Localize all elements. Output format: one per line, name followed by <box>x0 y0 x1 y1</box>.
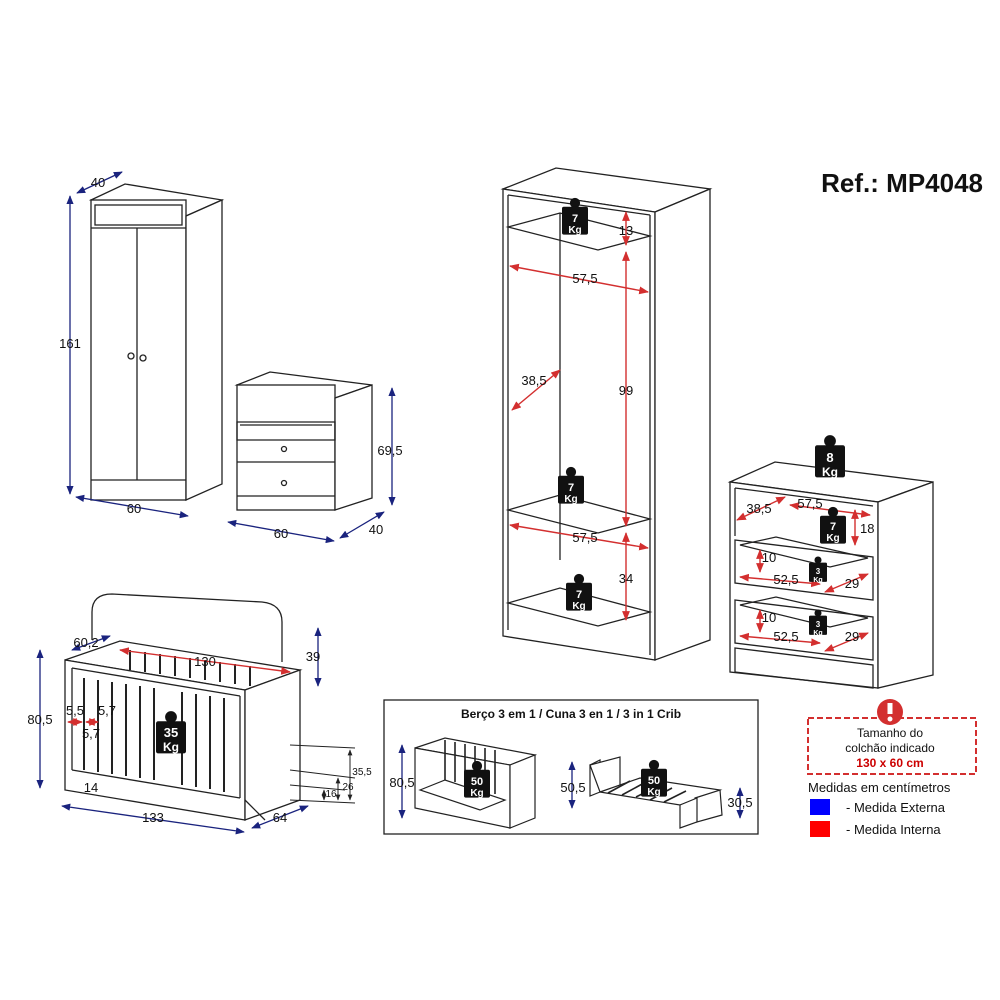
reference-code: Ref.: MP4048 <box>821 168 983 198</box>
svg-text:7: 7 <box>830 521 836 533</box>
legend-swatch-internal <box>810 821 830 837</box>
mattress-notice-size: 130 x 60 cm <box>856 756 923 770</box>
weight-icon: 8 Kg <box>815 435 845 479</box>
weight-icon: 50 Kg <box>641 759 667 798</box>
svg-text:7: 7 <box>572 213 578 225</box>
svg-text:Kg: Kg <box>813 577 822 584</box>
weight-icon: 3 Kg <box>809 556 827 584</box>
drawer1-height-label: 10 <box>762 550 776 565</box>
wardrobe-width-label: 60 <box>127 501 141 516</box>
svg-text:8: 8 <box>826 450 833 465</box>
drawer2-height-label: 10 <box>762 610 776 625</box>
wardrobe-top-niche-label: 13 <box>619 223 633 238</box>
crib-internal-dims <box>67 647 291 726</box>
crib-gap-a-label: 5,5 <box>66 703 84 718</box>
conversion-dims <box>398 744 744 819</box>
legend-external-label: - Medida Externa <box>846 800 946 815</box>
legend-swatch-external <box>810 799 830 815</box>
svg-text:50: 50 <box>471 776 483 788</box>
svg-text:3: 3 <box>816 620 821 629</box>
crib-h3-label: 16 <box>325 789 337 800</box>
crib-h1-label: 35,5 <box>352 767 372 778</box>
dresser-top-width-label: 57,5 <box>797 496 822 511</box>
wardrobe-bottom-niche-label: 34 <box>619 571 633 586</box>
dresser-depth-label: 38,5 <box>746 501 771 516</box>
weight-icon: 7 Kg <box>820 506 846 544</box>
drawer2-depth-label: 29 <box>845 629 859 644</box>
svg-text:Kg: Kg <box>647 787 660 798</box>
wardrobe-interior-drawing <box>500 167 713 661</box>
wardrobe-height-label: 161 <box>59 336 81 351</box>
svg-text:Kg: Kg <box>163 740 179 754</box>
crib-gap-c-label: 5,7 <box>82 726 100 741</box>
weight-icon: 7 Kg <box>558 466 584 505</box>
weight-icon: 7 Kg <box>566 573 592 612</box>
crib-gap-b-label: 5,7 <box>98 703 116 718</box>
weight-icon: 35 Kg <box>156 711 186 754</box>
wardrobe-external-drawing <box>88 183 225 502</box>
svg-text:Kg: Kg <box>813 630 822 637</box>
wardrobe-mid-width-label: 57,5 <box>572 530 597 545</box>
legend-internal-label: - Medida Interna <box>846 822 941 837</box>
svg-text:7: 7 <box>568 482 574 494</box>
crib-external-dims <box>36 627 322 835</box>
mattress-notice-line2: colchão indicado <box>845 741 935 755</box>
wardrobe-interior-dims <box>509 211 649 621</box>
crib-h2-label: 26 <box>342 782 354 793</box>
svg-text:50: 50 <box>648 775 660 787</box>
dresser-dims <box>736 496 871 652</box>
dresser-drawing <box>727 461 934 689</box>
drawer1-width-label: 52,5 <box>773 572 798 587</box>
conversion-box-title: Berço 3 em 1 / Cuna 3 en 1 / 3 in 1 Crib <box>461 707 681 721</box>
svg-text:3: 3 <box>816 567 821 576</box>
wardrobe-depth-label: 40 <box>91 175 105 190</box>
wardrobe-external-dims <box>66 171 189 519</box>
weight-icon: 50 Kg <box>464 760 490 799</box>
nightstand-drawing <box>234 371 373 511</box>
nightstand-dims <box>227 387 396 544</box>
crib-inner-length-label: 130 <box>194 654 216 669</box>
nightstand-width-label: 60 <box>274 526 288 541</box>
crib-height-label: 80,5 <box>27 712 52 727</box>
bed-mode-foot-label: 30,5 <box>727 795 752 810</box>
svg-text:Kg: Kg <box>568 225 581 236</box>
nightstand-depth-label: 40 <box>369 522 383 537</box>
legend: Medidas em centímetros - Medida Externa … <box>808 780 951 837</box>
crib-length-label: 133 <box>142 810 164 825</box>
wardrobe-hang-height-label: 99 <box>619 383 633 398</box>
nightstand-height-label: 69,5 <box>377 443 402 458</box>
dresser-top-niche-label: 18 <box>860 521 874 536</box>
svg-text:Kg: Kg <box>826 533 839 544</box>
crib-mode-height-label: 80,5 <box>389 775 414 790</box>
svg-text:Kg: Kg <box>572 601 585 612</box>
weight-icon: 7 Kg <box>562 197 588 236</box>
mattress-notice-line1: Tamanho do <box>857 726 923 740</box>
crib-base-label: 14 <box>84 780 98 795</box>
drawer1-depth-label: 29 <box>845 576 859 591</box>
legend-title: Medidas em centímetros <box>808 780 951 795</box>
svg-text:7: 7 <box>576 589 582 601</box>
svg-text:Kg: Kg <box>470 788 483 799</box>
crib-side-height-dims <box>289 744 356 804</box>
mattress-notice: Tamanho do colchão indicado 130 x 60 cm <box>807 699 977 775</box>
drawer2-width-label: 52,5 <box>773 629 798 644</box>
svg-text:Kg: Kg <box>822 465 838 479</box>
wardrobe-depth-label-inner: 38,5 <box>521 373 546 388</box>
svg-text:Kg: Kg <box>564 494 577 505</box>
crib-inner-depth-label: 60,2 <box>73 635 98 650</box>
wardrobe-top-width-label: 57,5 <box>572 271 597 286</box>
crib-headboard-label: 39 <box>306 649 320 664</box>
weight-icon: 3 Kg <box>809 609 827 637</box>
crib-depth-label: 64 <box>273 810 287 825</box>
bed-mode-height-label: 50,5 <box>560 780 585 795</box>
svg-text:35: 35 <box>164 725 178 740</box>
